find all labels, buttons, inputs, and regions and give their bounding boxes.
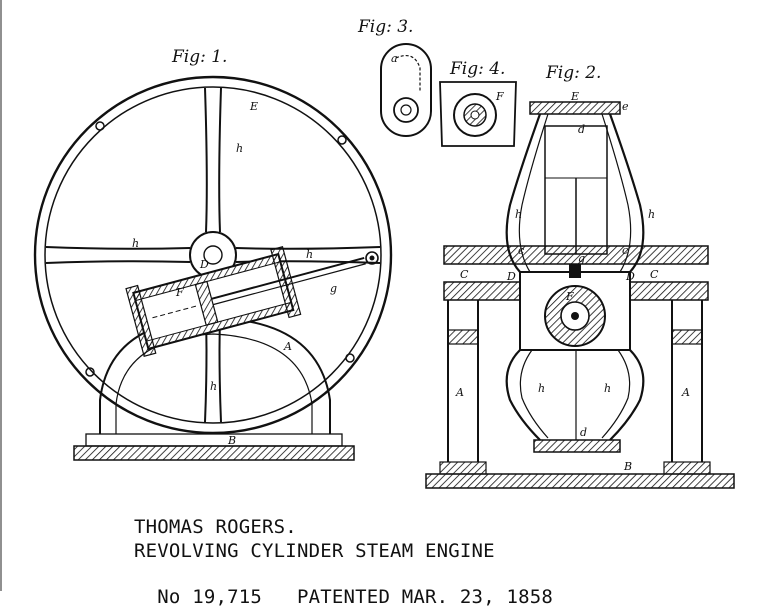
fig1-cylinder [125, 245, 366, 357]
fig1-ref-g: g [330, 282, 337, 295]
figure-4: Fig: 4. F [439, 59, 517, 147]
fig1-wheel-rim-outer [33, 75, 393, 435]
fig1-stand [99, 316, 331, 434]
fig1-ref-F: F [175, 286, 184, 299]
fig2-top-cap [529, 101, 621, 115]
fig1-label: Fig: 1. [171, 47, 227, 67]
figure-3: Fig: 3. a [357, 17, 432, 137]
fig1-crank-pin [365, 251, 379, 265]
fig2-label: Fig: 2. [545, 63, 601, 83]
fig1-base-step [85, 433, 343, 447]
fig2-ref-h-right: h [648, 208, 655, 221]
fig1-base [73, 445, 355, 461]
caption-patent-number: No 19,715 [157, 586, 263, 608]
patent-drawing: Fig: 1. [0, 0, 735, 591]
fig1-cylinder-end-right [270, 245, 302, 319]
figure-1: Fig: 1. [33, 47, 393, 461]
caption-patented-date: PATENTED MAR. 23, 1858 [296, 586, 554, 608]
fig2-ref-h-left: h [515, 208, 522, 221]
fig2-foot-right [663, 461, 711, 475]
fig1-piston-rod-2 [212, 263, 366, 306]
fig2-ref-d-top: d [578, 123, 585, 136]
fig2-ref-B: B [623, 460, 632, 473]
fig2-lower-bulb-outer [505, 349, 645, 441]
fig1-stand-inner [115, 333, 313, 434]
fig1-spoke-top [204, 87, 222, 233]
fig2-left-column: A [447, 300, 479, 462]
fig1-ref-B: B [227, 434, 236, 447]
fig1-piston [194, 280, 219, 326]
fig1-ref-h-left: h [132, 237, 139, 250]
fig3-valve-body [380, 43, 432, 137]
fig2-ref-h-low-left: h [538, 382, 545, 395]
fig4-outer-ring [453, 93, 497, 137]
fig2-foot-left [439, 461, 487, 475]
fig2-lower-bulb-inner [519, 349, 631, 439]
figure-2: Fig: 2. E d A A [425, 63, 735, 489]
fig2-ref-g: g [578, 252, 585, 265]
fig1-rim-marks [85, 121, 355, 377]
fig2-lower-collar-left [447, 329, 479, 345]
fig1-ref-D: D [199, 258, 209, 271]
fig2-ref-d-bottom: d [580, 426, 587, 439]
fig4-ref-F: F [495, 90, 504, 103]
fig2-right-column: A [671, 300, 703, 462]
caption-title: REVOLVING CYLINDER STEAM ENGINE [134, 540, 495, 562]
fig1-ref-h-top: h [236, 142, 243, 155]
fig1-ref-h-bottom: h [210, 380, 217, 393]
fig2-ref-A-right: A [681, 386, 690, 399]
fig2-ref-F: F [565, 290, 574, 303]
caption-patent-line: No 19,715 PATENTED MAR. 23, 1858 [134, 564, 553, 608]
fig2-upper-beam [443, 245, 709, 265]
fig2-ref-D-right: D [625, 270, 635, 283]
fig4-label: Fig: 4. [449, 59, 505, 79]
fig2-ref-C-right: C [650, 268, 659, 281]
caption-inventor: THOMAS ROGERS. [134, 516, 297, 538]
caption-spacer [262, 586, 297, 608]
fig1-hub-center [203, 245, 223, 265]
fig1-ref-E: E [249, 100, 258, 113]
fig1-cylinder-end-left [125, 284, 157, 357]
fig3-ref-a: a [391, 52, 398, 65]
fig2-ref-A-left: A [455, 386, 464, 399]
fig1-wheel-rim-inner [44, 86, 382, 424]
fig2-ref-c-left: c [518, 244, 524, 257]
fig2-ref-D-left: D [506, 270, 516, 283]
fig2-lower-collar-right [671, 329, 703, 345]
fig2-ref-C-left: C [460, 268, 469, 281]
fig3-port [393, 97, 419, 123]
fig3-label: Fig: 3. [357, 17, 413, 37]
fig3-passage [395, 55, 421, 92]
fig2-base [425, 473, 735, 489]
fig1-ref-A: A [283, 340, 292, 353]
fig2-ref-E: E [570, 90, 579, 103]
fig2-bottom-cap [533, 439, 621, 453]
fig2-ref-c-right: c [622, 244, 628, 257]
fig2-ref-e: e [622, 100, 629, 113]
fig1-spoke-left [45, 246, 191, 264]
fig1-piston-rod [211, 256, 365, 300]
fig4-plate [439, 81, 517, 147]
fig2-ref-h-low-right: h [604, 382, 611, 395]
fig1-ref-h-right: h [306, 248, 313, 261]
